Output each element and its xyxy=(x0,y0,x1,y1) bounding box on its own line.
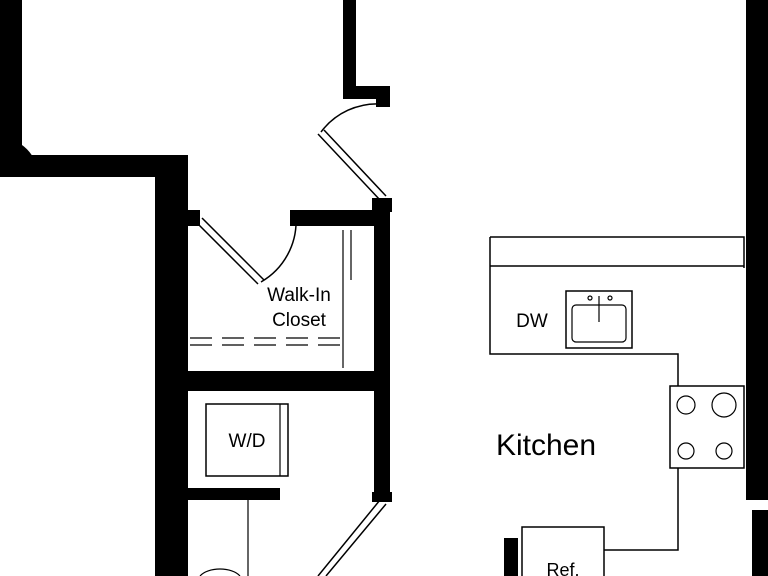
entry-door-leaf xyxy=(317,129,387,201)
closet-shelf-line xyxy=(190,337,344,346)
wall-laundry-bottom xyxy=(188,488,280,500)
wall-upper-left xyxy=(0,0,22,152)
closet-label-line1: Walk-In xyxy=(267,285,331,306)
dishwasher-label: DW xyxy=(516,311,548,332)
wall-vertical-left xyxy=(155,177,188,576)
laundry: W/D xyxy=(199,403,289,576)
wall-right-lower xyxy=(752,510,768,576)
washer-dryer xyxy=(205,403,289,477)
wall-vertical-right xyxy=(374,210,390,498)
door-jamb-closet-top xyxy=(372,198,392,212)
entry-door-swing xyxy=(320,103,383,133)
burner-2 xyxy=(711,392,737,418)
closet-top-wall xyxy=(290,210,390,226)
lower-counter xyxy=(604,468,679,551)
doors xyxy=(195,103,387,576)
upper-cabinet xyxy=(489,236,745,386)
wall-entry-horizontal xyxy=(343,86,390,99)
closet-shelving xyxy=(190,230,352,368)
kitchen-label: Kitchen xyxy=(496,429,596,462)
refrigerator xyxy=(521,526,605,576)
closet-door-leaf xyxy=(195,217,265,285)
washer-dryer-label: W/D xyxy=(229,431,266,452)
wall-stub-fridge xyxy=(504,538,518,576)
burner-1 xyxy=(676,395,696,415)
closet-label: Walk-In Closet xyxy=(267,285,331,331)
sink-knob-right xyxy=(607,295,613,301)
wall-entry-vertical xyxy=(343,0,356,97)
wall-horizontal-left xyxy=(0,155,188,177)
range xyxy=(669,385,745,469)
wall-closet-laundry xyxy=(188,371,390,391)
lower-door-leaf xyxy=(317,499,387,576)
wall-right xyxy=(746,0,768,500)
burner-3 xyxy=(677,442,695,460)
burner-4 xyxy=(715,442,733,460)
kitchen: DW Ref. Kitchen xyxy=(489,236,745,576)
door-jamb-entry xyxy=(376,97,390,107)
door-jamb-bottom xyxy=(372,492,392,502)
toilet-edge xyxy=(199,568,241,576)
closet-rod-vertical xyxy=(342,230,352,368)
refrigerator-label: Ref. xyxy=(546,560,579,576)
closet-label-line2: Closet xyxy=(272,310,327,331)
closet-door-swing xyxy=(260,217,297,283)
sink-knob-left xyxy=(587,295,593,301)
